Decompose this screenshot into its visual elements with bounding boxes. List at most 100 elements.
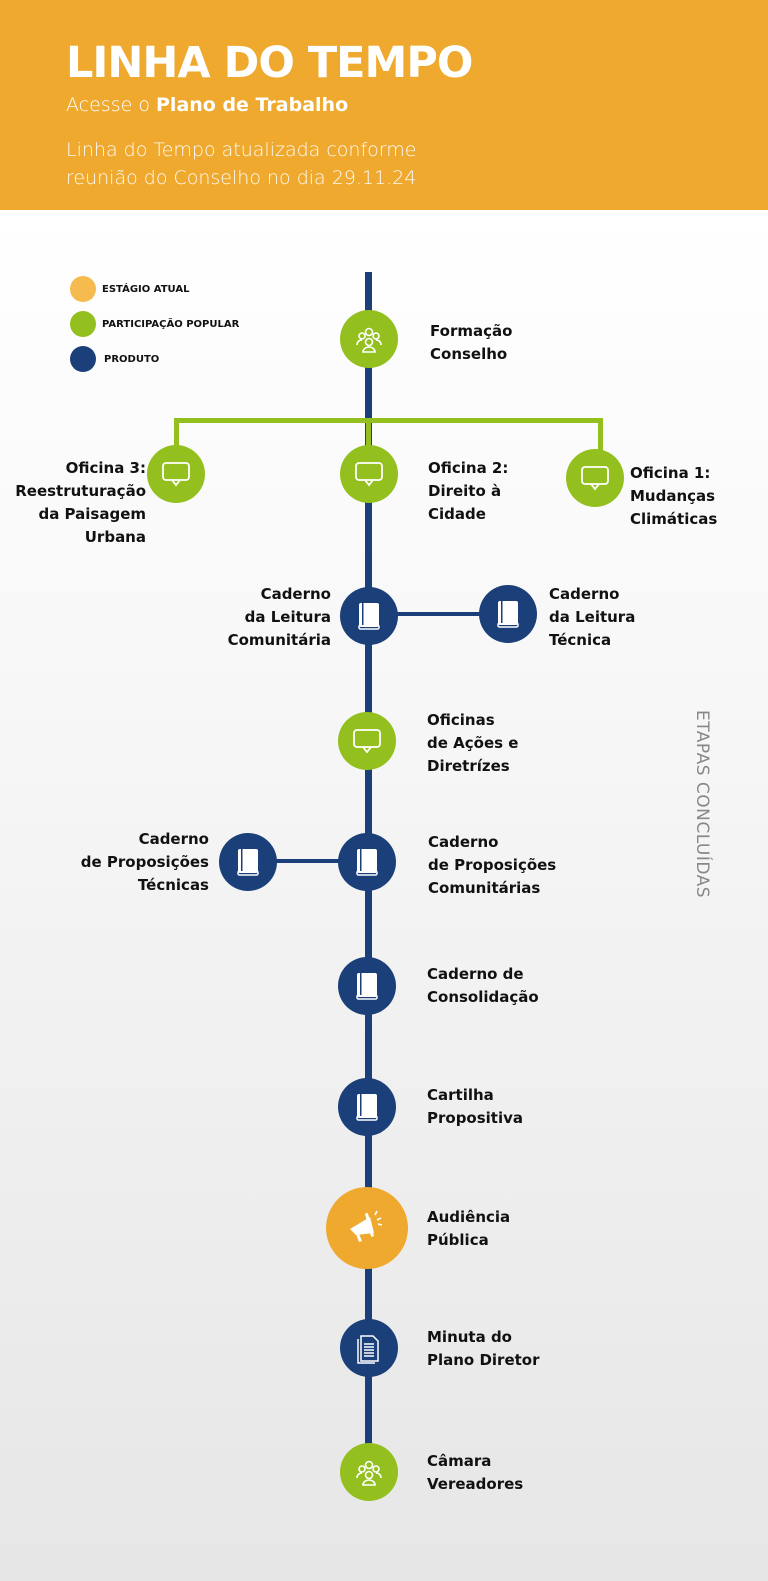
speech-bubble-icon — [352, 727, 382, 755]
timeline-node — [340, 445, 398, 503]
label-line: Direito à — [428, 482, 502, 500]
timeline-node — [338, 1078, 396, 1136]
document-icon — [355, 1332, 383, 1364]
timeline-node — [338, 712, 396, 770]
plan-link[interactable]: Plano de Trabalho — [156, 94, 349, 116]
note-line: Linha do Tempo atualizada conforme — [66, 139, 417, 161]
label-line: Pública — [427, 1231, 489, 1249]
legend-dot-participation — [70, 311, 96, 337]
book-icon — [235, 847, 261, 877]
label-line: Comunitária — [227, 631, 331, 649]
label-line: Formação — [430, 322, 513, 340]
label-line: Plano Diretor — [427, 1351, 540, 1369]
label-line: de Proposições — [428, 856, 557, 874]
label-line: Caderno — [428, 833, 499, 851]
label-line: Comunitárias — [428, 879, 541, 897]
timeline-node — [479, 585, 537, 643]
label-line: Minuta do — [427, 1328, 512, 1346]
timeline-node — [340, 1443, 398, 1501]
label-line: Propositiva — [427, 1109, 524, 1127]
branch-line — [174, 418, 179, 450]
label-line: Oficina 1: — [630, 464, 711, 482]
label-line: Vereadores — [427, 1475, 524, 1493]
label-line: da Paisagem — [38, 505, 146, 523]
legend-dot-current — [70, 276, 96, 302]
people-icon — [354, 324, 384, 354]
legend-label: PARTICIPAÇÃO POPULAR — [102, 319, 240, 330]
branch-line — [598, 418, 603, 450]
legend-label: PRODUTO — [104, 354, 160, 365]
plan-link-prefix: Acesse o — [66, 94, 156, 116]
book-icon — [495, 599, 521, 629]
book-icon — [354, 847, 380, 877]
timeline-node — [219, 833, 277, 891]
timeline-node — [340, 310, 398, 368]
speech-bubble-icon — [161, 460, 191, 488]
label-line: Cidade — [428, 505, 486, 523]
timeline-label: Oficinas de Ações e Diretrízes — [427, 709, 518, 778]
label-line: Oficina 3: — [65, 459, 146, 477]
book-icon — [356, 601, 382, 631]
timeline-label: Caderno de Consolidação — [427, 963, 539, 1009]
plan-link-line: Acesse o Plano de Trabalho — [66, 94, 348, 116]
label-line: Caderno — [138, 830, 209, 848]
label-line: Oficinas — [427, 711, 495, 729]
label-line: da Leitura — [244, 608, 331, 626]
label-line: Mudanças — [630, 487, 716, 505]
label-line: Consolidação — [427, 988, 539, 1006]
label-line: Técnicas — [137, 876, 209, 894]
branch-line — [174, 418, 603, 423]
header: LINHA DO TEMPO Acesse o Plano de Trabalh… — [0, 0, 768, 210]
timeline-node — [338, 833, 396, 891]
timeline-label: Oficina 2: Direito à Cidade — [428, 457, 508, 526]
page-title: LINHA DO TEMPO — [66, 38, 473, 88]
label-line: de Proposições — [80, 853, 209, 871]
timeline-node — [326, 1187, 408, 1269]
label-line: Oficina 2: — [428, 459, 509, 477]
timeline-node — [340, 1319, 398, 1377]
connector-line — [248, 859, 368, 863]
connector-line — [372, 612, 508, 616]
label-line: de Ações e — [427, 734, 519, 752]
label-line: Caderno — [549, 585, 620, 603]
people-icon — [354, 1457, 384, 1487]
label-line: Reestruturação — [15, 482, 146, 500]
branch-line — [366, 418, 371, 450]
label-line: Conselho — [430, 345, 508, 363]
speech-bubble-icon — [580, 464, 610, 492]
legend-label: ESTÁGIO ATUAL — [102, 284, 190, 295]
label-line: Cartilha — [427, 1086, 494, 1104]
label-line: Câmara — [427, 1452, 492, 1470]
label-line: Urbana — [84, 528, 146, 546]
label-line: Audiência — [427, 1208, 511, 1226]
timeline-node — [338, 957, 396, 1015]
label-line: Técnica — [549, 631, 612, 649]
megaphone-icon — [344, 1205, 390, 1251]
update-note: Linha do Tempo atualizada conforme reuniã… — [66, 136, 416, 192]
speech-bubble-icon — [354, 460, 384, 488]
label-line: Climáticas — [630, 510, 718, 528]
timeline-node — [566, 449, 624, 507]
completed-stages-label: ETAPAS CONCLUÍDAS — [692, 710, 712, 899]
label-line: Diretrízes — [427, 757, 510, 775]
legend-dot-product — [70, 346, 96, 372]
label-line: da Leitura — [549, 608, 636, 626]
timeline-node — [147, 445, 205, 503]
timeline-label: Minuta do Plano Diretor — [427, 1326, 540, 1372]
book-icon — [354, 1092, 380, 1122]
book-icon — [354, 971, 380, 1001]
note-line: reunião do Conselho no dia 29.11.24 — [66, 167, 417, 189]
label-line: Caderno de — [427, 965, 524, 983]
label-line: Caderno — [260, 585, 331, 603]
timeline-node — [340, 587, 398, 645]
